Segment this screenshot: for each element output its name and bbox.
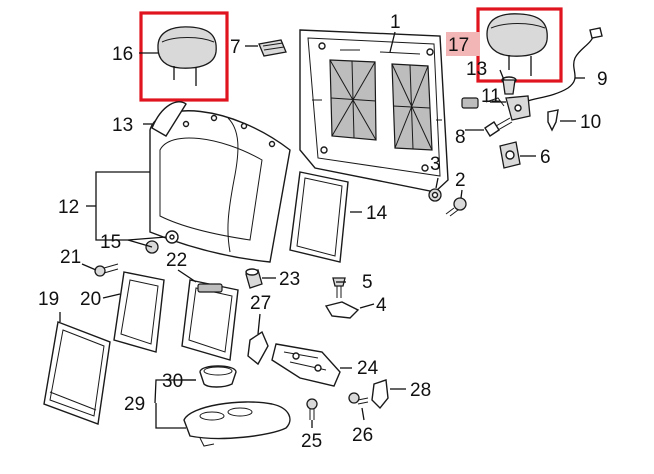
part-7-clip: [258, 39, 287, 57]
part-24-hinge-bracket: [271, 343, 341, 387]
callout-11: 11: [481, 86, 501, 107]
callout-21: 21: [60, 247, 81, 268]
callout-22: 22: [166, 250, 187, 271]
callout-16: 16: [112, 44, 133, 65]
callout-4: 4: [376, 295, 387, 316]
part-29-armrest: [183, 401, 291, 447]
part-17-headrest: [486, 13, 548, 76]
callout-7: 7: [230, 37, 241, 58]
callout-6: 6: [540, 147, 551, 168]
callout-labels: 1 2 3 4 5 6 7 8 9 10 11 12 13 13 14 15 1…: [38, 12, 608, 452]
part-27-lever: [247, 330, 269, 366]
callout-10: 10: [580, 112, 601, 133]
callout-17: 17: [448, 35, 469, 56]
callout-19: 19: [38, 289, 59, 310]
part-22-armrest-frame: [181, 279, 239, 361]
part-20-frame: [113, 271, 165, 353]
callout-2: 2: [455, 170, 466, 191]
leader-lines: [59, 31, 585, 429]
part-8-bolt: [484, 117, 513, 137]
part-13-guide-right: [501, 76, 517, 95]
callout-28: 28: [410, 380, 431, 401]
callout-20: 20: [80, 289, 101, 310]
callout-9: 9: [597, 69, 608, 90]
part-30-cup-holder: [199, 365, 237, 388]
part-12-seatback-cushion: [149, 110, 291, 263]
part-bracket-small: [461, 97, 479, 109]
part-9-cable: [519, 27, 603, 105]
callout-5: 5: [362, 272, 373, 293]
part-19-panel: [43, 321, 111, 425]
callout-30: 30: [162, 371, 183, 392]
part-5-bolt: [332, 277, 346, 298]
callout-8: 8: [455, 127, 466, 148]
callout-14: 14: [366, 203, 388, 224]
callout-12: 12: [58, 197, 79, 218]
callout-26: 26: [352, 425, 373, 446]
label-17-background: [446, 32, 480, 56]
callout-23: 23: [279, 269, 300, 290]
part-3-nut: [428, 188, 442, 202]
callout-1: 1: [390, 12, 401, 33]
callout-3: 3: [430, 154, 441, 175]
callout-13-right: 13: [466, 59, 487, 80]
part-23-spacer: [245, 268, 263, 289]
part-10-clip: [547, 109, 559, 132]
part-26-bolt: [348, 392, 369, 405]
part-25-bolt: [306, 398, 318, 420]
part-4-bracket: [324, 301, 360, 319]
highlight-box-16: [139, 11, 229, 102]
callout-15: 15: [100, 232, 121, 253]
part-16-headrest: [157, 26, 217, 86]
callout-27: 27: [250, 293, 271, 314]
part-11-latch: [485, 95, 531, 121]
part-6-bracket: [499, 141, 521, 169]
part-1-seatback-frame: [299, 29, 449, 193]
part-2-bolt: [445, 197, 467, 217]
callout-24: 24: [357, 358, 379, 379]
callout-29: 29: [124, 394, 145, 415]
callout-13-left: 13: [112, 115, 133, 136]
part-13-bolster-left: [151, 101, 187, 137]
callout-25: 25: [301, 431, 322, 452]
part-21-bolt: [94, 263, 119, 277]
part-14-back-pad: [289, 171, 349, 263]
part-28-clip: [371, 379, 389, 410]
